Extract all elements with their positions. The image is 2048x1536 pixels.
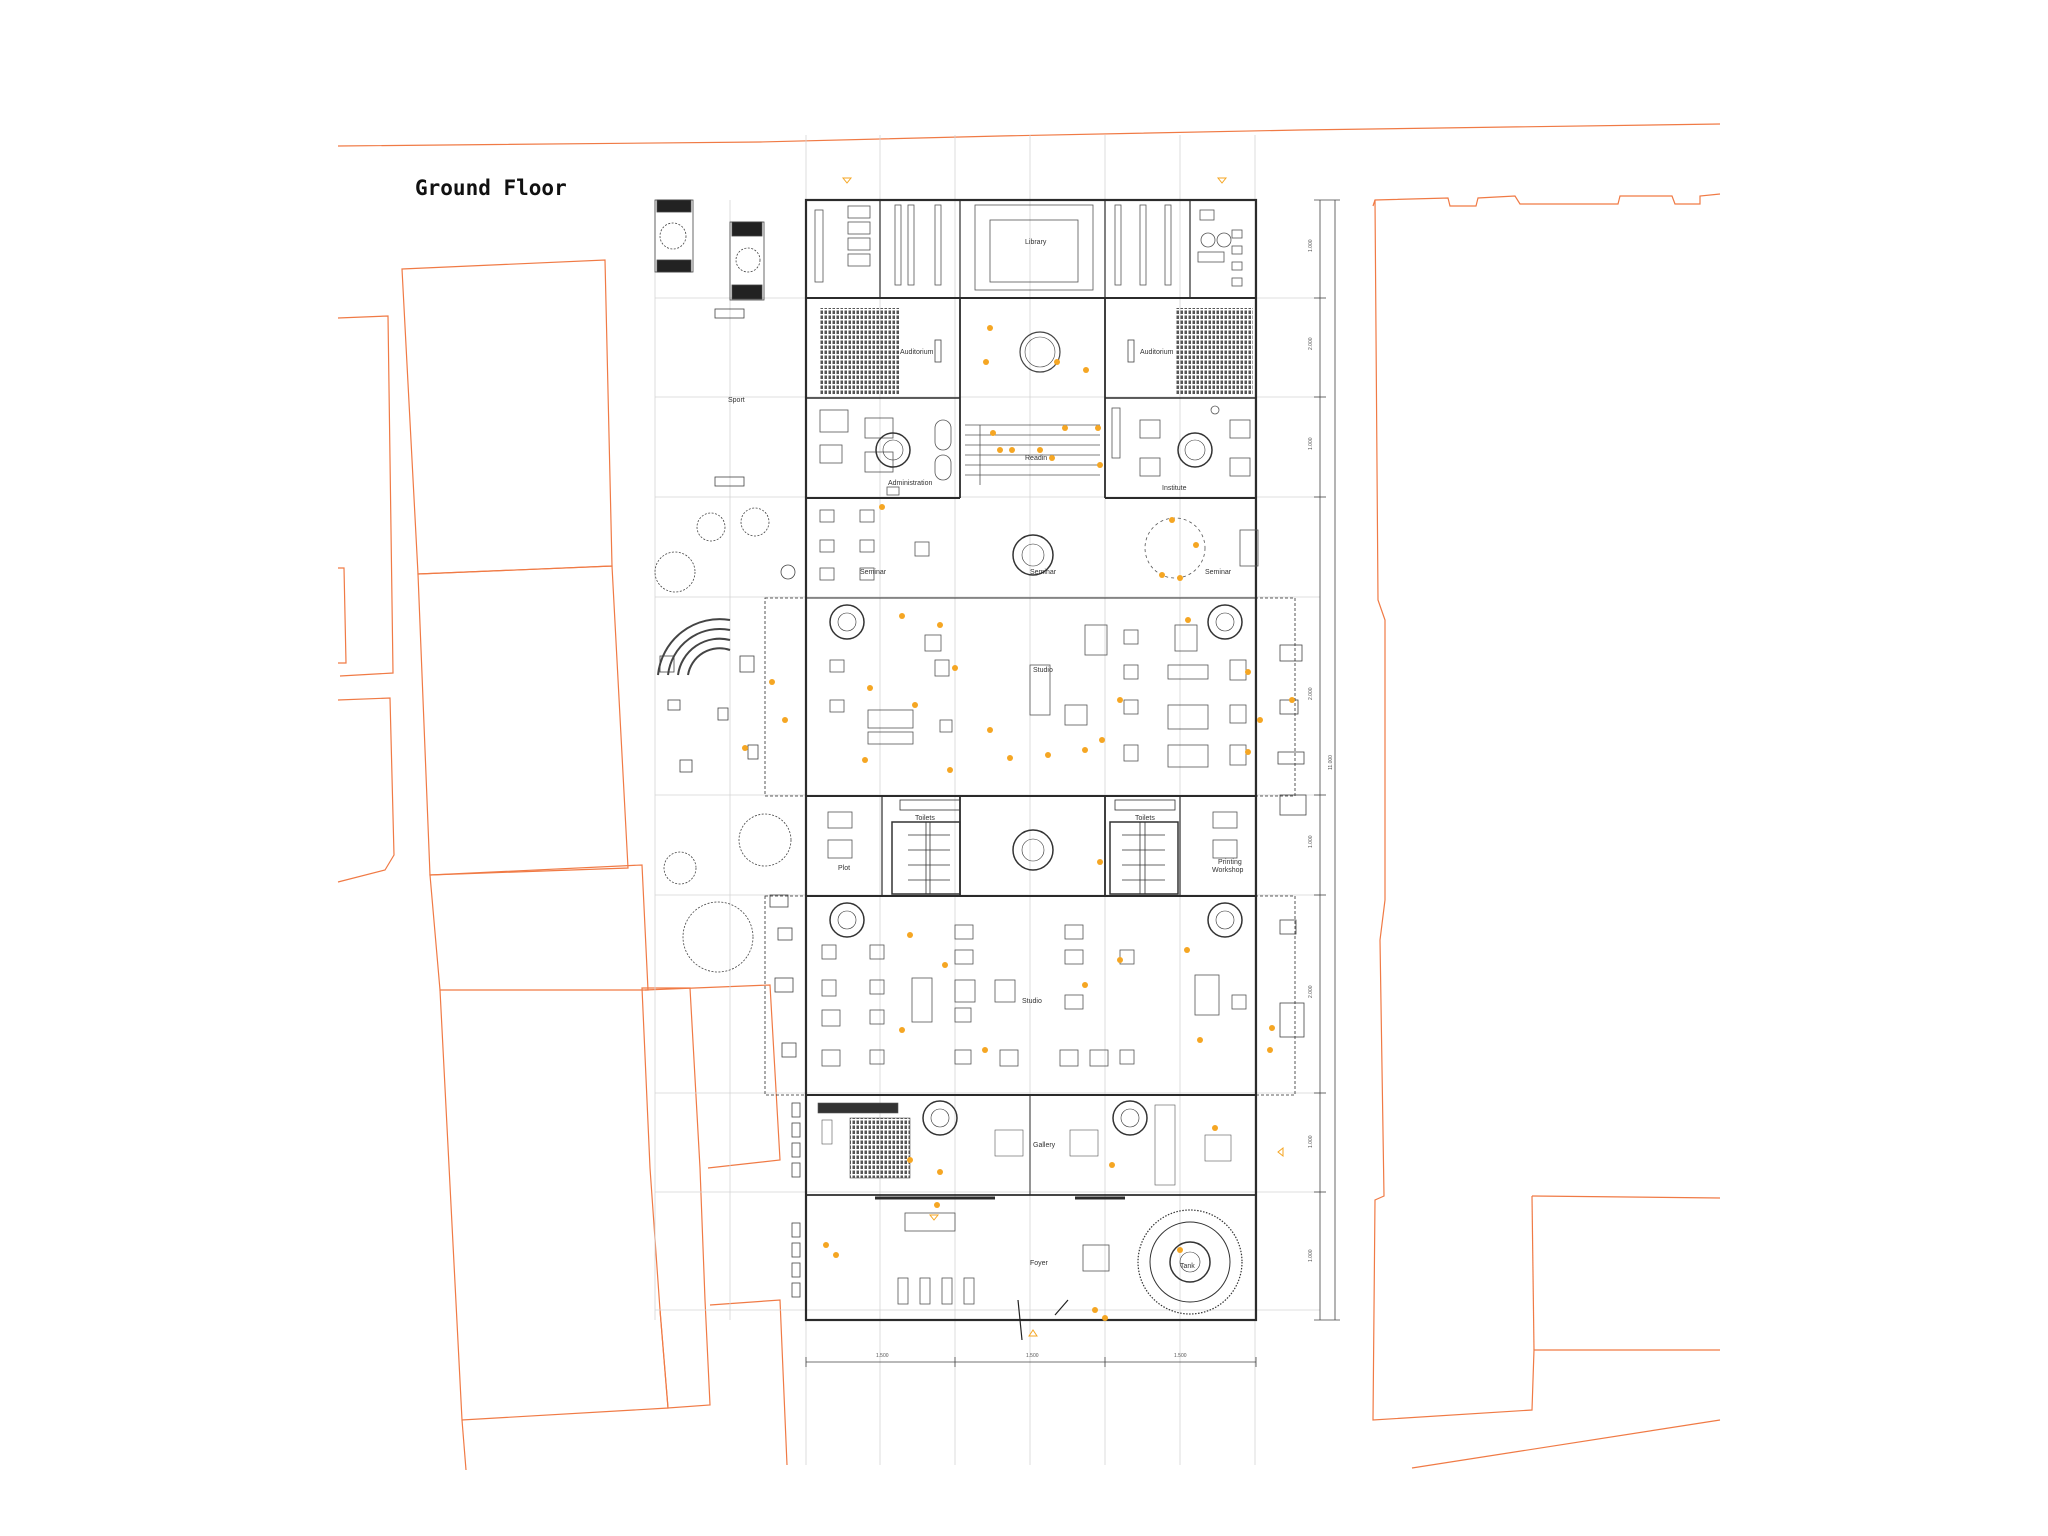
printing-furniture bbox=[1212, 811, 1238, 859]
site-context-lines bbox=[337, 123, 1721, 1471]
auditorium-lectern-left bbox=[934, 339, 942, 363]
room-label-institute: Institute bbox=[1162, 485, 1187, 492]
dim-total: 11.000 bbox=[1328, 755, 1334, 770]
central-feature-ring bbox=[1019, 331, 1061, 373]
room-label-readin: Readin bbox=[1025, 455, 1047, 462]
room-label-seminar-right: Seminar bbox=[1205, 569, 1232, 576]
room-label-auditorium-left: Auditorium bbox=[900, 349, 934, 356]
spiral-stair-seminar bbox=[1012, 534, 1054, 576]
room-label-auditorium-right: Auditorium bbox=[1140, 349, 1174, 356]
spiral-stair-gallery-right bbox=[1112, 1100, 1148, 1136]
spiral-stair-studio-upper-left bbox=[829, 604, 865, 640]
auditorium-seating-right bbox=[1175, 308, 1253, 394]
spiral-stair-central bbox=[1012, 829, 1054, 871]
gallery-seating bbox=[817, 1102, 1232, 1186]
institute-furniture bbox=[1111, 405, 1251, 477]
dim-bottom-1: 1.500 bbox=[876, 1353, 889, 1359]
library-furniture bbox=[814, 204, 1243, 291]
spiral-stair-studio-upper-right bbox=[1207, 604, 1243, 640]
upper-studio-furniture bbox=[829, 624, 1247, 768]
toilet-block-left bbox=[891, 799, 961, 895]
seminar-circle-table bbox=[1144, 517, 1206, 579]
room-label-sport: Sport bbox=[728, 397, 745, 404]
plan-title: Ground Floor bbox=[415, 176, 567, 200]
foyer-furniture bbox=[897, 1212, 1110, 1341]
entrance-markers bbox=[841, 177, 1284, 1337]
spiral-stair-gallery-left bbox=[922, 1100, 958, 1136]
room-label-library: Library bbox=[1025, 239, 1047, 246]
dim-right-4: 2.000 bbox=[1308, 687, 1314, 700]
room-label-toilets-left: Toilets bbox=[915, 815, 935, 822]
spiral-stair-studio-lower-left bbox=[829, 902, 865, 938]
dimension-lines bbox=[805, 199, 1340, 1367]
room-label-administration: Administration bbox=[888, 480, 932, 487]
auditorium-lectern-right bbox=[1127, 339, 1135, 363]
spiral-stair-institute bbox=[1177, 432, 1213, 468]
room-label-workshop: Workshop bbox=[1212, 867, 1243, 874]
dim-right-5: 1.000 bbox=[1308, 835, 1314, 848]
room-label-plot: Plot bbox=[838, 865, 850, 872]
dim-right-1: 1.000 bbox=[1308, 239, 1314, 252]
dim-right-3: 1.000 bbox=[1308, 437, 1314, 450]
dim-right-8: 1.000 bbox=[1308, 1249, 1314, 1262]
room-label-tank: Tank bbox=[1180, 1263, 1195, 1270]
tank-spiral bbox=[1137, 1209, 1243, 1315]
room-label-gallery: Gallery bbox=[1033, 1142, 1056, 1149]
spiral-stair-admin bbox=[875, 432, 911, 468]
people-figures bbox=[742, 325, 1295, 1321]
plot-furniture bbox=[827, 811, 853, 859]
reading-steps bbox=[965, 424, 1100, 485]
room-label-printing: Printing bbox=[1218, 859, 1242, 866]
dim-right-7: 1.000 bbox=[1308, 1135, 1314, 1148]
auditorium-seating-left bbox=[820, 308, 900, 394]
outdoor-area bbox=[654, 199, 1307, 1298]
room-label-studio-upper: Studio bbox=[1033, 667, 1053, 674]
dim-bottom-2: 1.500 bbox=[1026, 1353, 1039, 1359]
dim-right-2: 2.000 bbox=[1308, 337, 1314, 350]
room-label-studio-lower: Studio bbox=[1022, 998, 1042, 1005]
room-label-foyer: Foyer bbox=[1030, 1260, 1049, 1267]
administration-furniture bbox=[819, 409, 952, 496]
dim-bottom-3: 1.500 bbox=[1174, 1353, 1187, 1359]
room-label-seminar-mid: Seminar bbox=[1030, 569, 1057, 576]
room-label-toilets-right: Toilets bbox=[1135, 815, 1155, 822]
dim-right-6: 2.000 bbox=[1308, 985, 1314, 998]
building-walls bbox=[764, 198, 1296, 1322]
toilet-block-right bbox=[1109, 799, 1179, 895]
lower-studio-furniture bbox=[821, 924, 1247, 1067]
spiral-stair-studio-lower-right bbox=[1207, 902, 1243, 938]
room-label-seminar-left: Seminar bbox=[860, 569, 887, 576]
seminar-furniture bbox=[819, 509, 1259, 581]
